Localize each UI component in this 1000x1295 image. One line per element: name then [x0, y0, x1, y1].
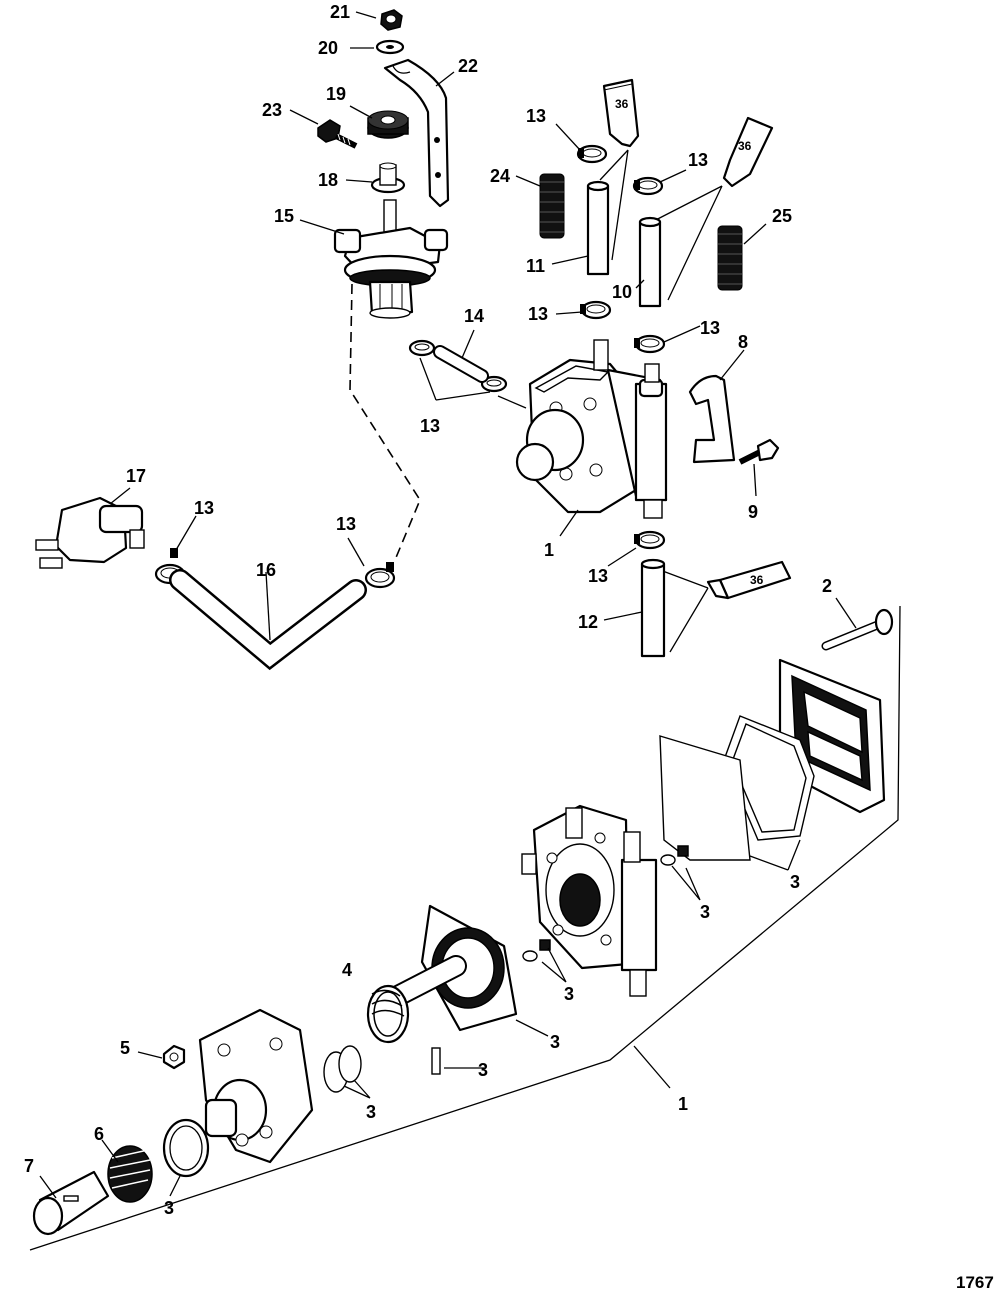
plunger-7 — [32, 1170, 110, 1236]
callout-1: 1 — [544, 540, 554, 560]
hose-16 — [169, 569, 367, 671]
callout-24: 24 — [490, 166, 510, 186]
gasket-2 — [659, 735, 751, 861]
callout-13: 13 — [700, 318, 720, 338]
spring-24 — [539, 173, 565, 239]
callout-25: 25 — [772, 206, 792, 226]
callout-23: 23 — [262, 100, 282, 120]
callout-19: 19 — [326, 84, 346, 104]
spring-25 — [717, 225, 743, 291]
callout-13: 13 — [526, 106, 546, 126]
bracket-22 — [383, 58, 450, 208]
callout-15: 15 — [274, 206, 294, 226]
fuel-filter-15 — [333, 199, 449, 319]
screw-23 — [317, 119, 358, 149]
callout-3: 3 — [164, 1198, 174, 1218]
gasket-1 — [723, 715, 815, 841]
callout-9: 9 — [748, 502, 758, 522]
o-rings-3 — [323, 1045, 362, 1093]
hose-clamp-13 — [364, 562, 396, 589]
sealant-tube-2: 36 — [643, 116, 774, 301]
fuel-pump-assembled-1 — [515, 339, 668, 519]
cover-plate — [778, 658, 886, 814]
callout-3: 3 — [564, 984, 574, 1004]
sealant-tube-3: 36 — [659, 560, 792, 653]
retainer-8 — [688, 374, 736, 464]
callout-20: 20 — [318, 38, 338, 58]
callout-13: 13 — [194, 498, 214, 518]
callout-3: 3 — [478, 1060, 488, 1080]
nut-5 — [162, 1044, 186, 1070]
grommet-19 — [367, 110, 409, 139]
callout-1: 1 — [678, 1094, 688, 1114]
hose-12 — [640, 558, 666, 658]
callout-14: 14 — [464, 306, 484, 326]
callout-6: 6 — [94, 1124, 104, 1144]
spring-6 — [107, 1145, 153, 1203]
callout-17: 17 — [126, 466, 146, 486]
callout-3: 3 — [550, 1032, 560, 1052]
callout-18: 18 — [318, 170, 338, 190]
bushing-18 — [370, 162, 406, 194]
valve-screw-a — [660, 845, 689, 866]
pump-cover — [198, 1008, 314, 1164]
screw-9 — [738, 438, 780, 465]
hose-clamp-13 — [632, 176, 664, 196]
callout-5: 5 — [120, 1038, 130, 1058]
screw-2 — [821, 608, 894, 651]
callout-13: 13 — [528, 304, 548, 324]
callout-11: 11 — [526, 256, 545, 276]
sealant-tube-1: 36 — [599, 78, 640, 261]
o-ring-large-3 — [162, 1118, 210, 1178]
callout-3: 3 — [366, 1102, 376, 1122]
hose-14 — [433, 345, 489, 383]
drawing-number: 1767 — [956, 1273, 994, 1292]
callout-7: 7 — [24, 1156, 34, 1176]
hose-10 — [638, 216, 662, 308]
hose-clamp-13 — [480, 375, 508, 393]
callout-13: 13 — [688, 150, 708, 170]
hose-clamp-13 — [408, 339, 436, 357]
hose-clamp-13 — [580, 300, 612, 320]
sealant-tube-label: 36 — [750, 573, 764, 587]
washer-20 — [375, 39, 405, 55]
sealant-tube-label: 36 — [615, 97, 629, 111]
leader-lines — [39, 11, 857, 1199]
callout-3: 3 — [700, 902, 710, 922]
pin-3 — [431, 1047, 441, 1075]
assembly-boundary — [29, 605, 901, 1251]
sealant-tube-label: 36 — [738, 139, 752, 153]
callout-10: 10 — [612, 282, 632, 302]
callout-3: 3 — [790, 872, 800, 892]
dashed-fuel-route — [349, 283, 421, 561]
pump-body — [521, 804, 658, 997]
callout-22: 22 — [458, 56, 478, 76]
hose-clamp-13 — [576, 144, 608, 164]
nut-21 — [380, 9, 403, 31]
callout-12: 12 — [578, 612, 598, 632]
callout-16: 16 — [256, 560, 276, 580]
hose-clamp-13 — [634, 334, 666, 354]
spring-4 — [366, 984, 410, 1044]
callout-13: 13 — [420, 416, 440, 436]
callout-13: 13 — [336, 514, 356, 534]
hose-11 — [586, 180, 610, 276]
fuel-connector-17 — [35, 496, 145, 569]
callout-13: 13 — [588, 566, 608, 586]
callout-4: 4 — [342, 960, 352, 980]
callout-2: 2 — [822, 576, 832, 596]
callout-8: 8 — [738, 332, 748, 352]
callout-21: 21 — [330, 2, 350, 22]
hose-clamp-13 — [634, 530, 666, 550]
valve-screw-b — [522, 939, 551, 962]
